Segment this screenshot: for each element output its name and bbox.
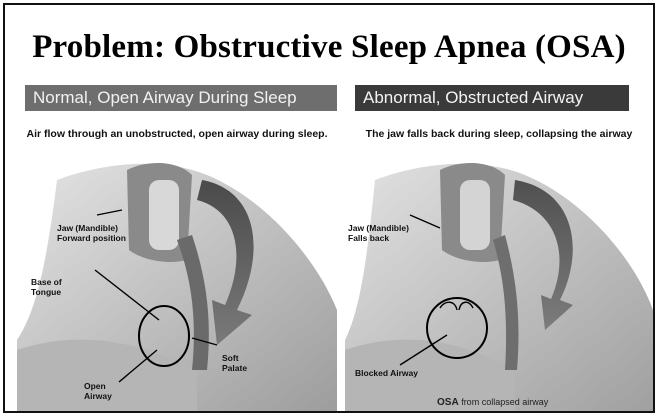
teeth-shape bbox=[460, 180, 490, 250]
normal-airway-caption: Air flow through an unobstructed, open a… bbox=[17, 128, 337, 140]
normal-airway-panel: Normal, Open Airway During Sleep Air flo… bbox=[17, 85, 337, 411]
obstructed-airway-panel: Abnormal, Obstructed Airway The jaw fall… bbox=[345, 85, 653, 411]
teeth-shape bbox=[149, 180, 179, 250]
osa-footer-bold: OSA bbox=[437, 397, 459, 408]
obstructed-airway-banner: Abnormal, Obstructed Airway bbox=[355, 85, 629, 111]
open-airway-label: Open Airway bbox=[84, 381, 112, 401]
osa-footer: OSA from collapsed airway bbox=[437, 397, 548, 408]
base-of-tongue-label: Base of Tongue bbox=[31, 277, 62, 297]
figure-title: Problem: Obstructive Sleep Apnea (OSA) bbox=[5, 29, 653, 66]
figure-frame: Problem: Obstructive Sleep Apnea (OSA) N… bbox=[3, 3, 655, 413]
normal-airway-illustration bbox=[17, 140, 337, 411]
normal-airway-banner: Normal, Open Airway During Sleep bbox=[25, 85, 337, 111]
blocked-airway-label: Blocked Airway bbox=[355, 368, 418, 378]
osa-footer-text: from collapsed airway bbox=[461, 397, 548, 407]
soft-palate-label: Soft Palate bbox=[222, 353, 247, 373]
obstructed-airway-caption: The jaw falls back during sleep, collaps… bbox=[345, 128, 653, 140]
jaw-falls-back-label: Jaw (Mandible) Falls back bbox=[348, 223, 409, 243]
jaw-forward-label: Jaw (Mandible) Forward position bbox=[57, 223, 126, 243]
